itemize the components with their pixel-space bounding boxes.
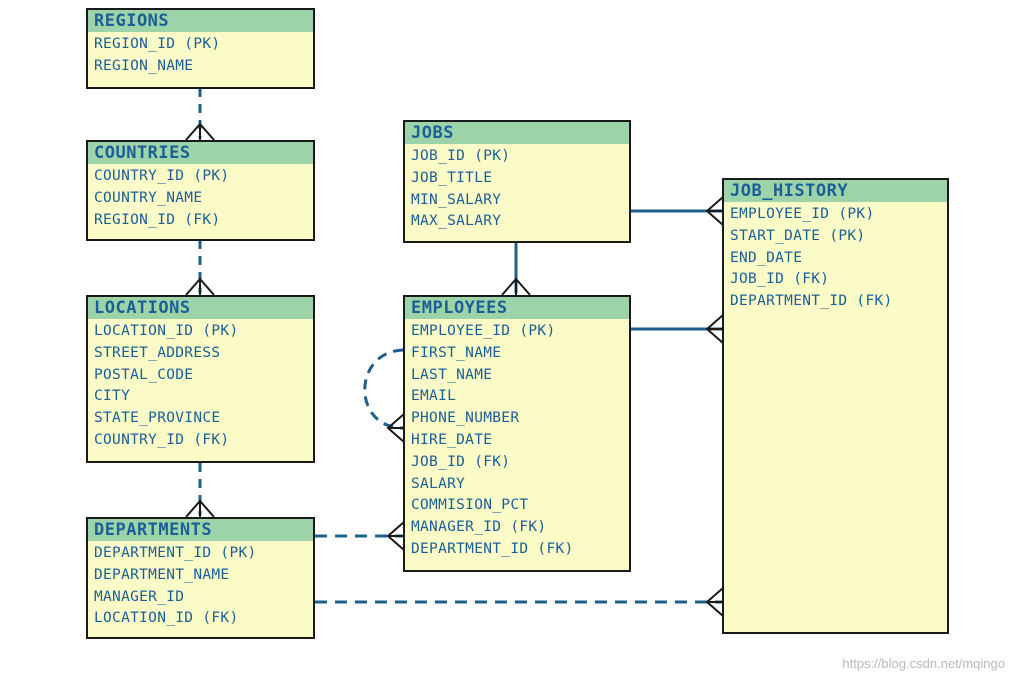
field: EMAIL — [411, 388, 457, 405]
field: START_DATE (PK) — [730, 227, 866, 244]
employees-self-link — [363, 348, 404, 430]
crowfoot-employees-self — [386, 413, 405, 443]
field-list: REGION_ID (PK) REGION_NAME — [88, 32, 313, 78]
field: END_DATE — [730, 249, 803, 266]
entity-title: JOB_HISTORY — [724, 180, 947, 202]
field: PHONE_NUMBER — [411, 410, 520, 427]
field: COUNTRY_ID (FK) — [94, 431, 230, 448]
field: JOB_ID (FK) — [411, 453, 511, 470]
crowfoot-jobhistory-jobs — [705, 196, 724, 226]
field: DEPARTMENT_ID (FK) — [411, 540, 574, 557]
field: DEPARTMENT_ID (PK) — [94, 545, 257, 561]
field: EMPLOYEE_ID (PK) — [411, 323, 556, 339]
field-list: LOCATION_ID (PK) STREET_ADDRESS POSTAL_C… — [88, 319, 313, 452]
field: STATE_PROVINCE — [94, 410, 221, 427]
entity-title: LOCATIONS — [88, 297, 313, 319]
field: EMPLOYEE_ID (PK) — [730, 206, 875, 222]
entity-locations[interactable]: LOCATIONS LOCATION_ID (PK) STREET_ADDRES… — [86, 295, 315, 463]
field: COMMISION_PCT — [411, 497, 529, 514]
field: REGION_NAME — [94, 57, 194, 74]
field: REGION_ID (FK) — [94, 211, 221, 228]
entity-jobs[interactable]: JOBS JOB_ID (PK) JOB_TITLE MIN_SALARY MA… — [403, 120, 631, 243]
field: JOB_ID (FK) — [730, 271, 830, 288]
field: CITY — [94, 388, 131, 405]
entity-title: JOBS — [405, 122, 629, 144]
field: MANAGER_ID — [94, 588, 185, 605]
entity-title: COUNTRIES — [88, 142, 313, 164]
field: MAX_SALARY — [411, 213, 502, 230]
field: POSTAL_CODE — [94, 366, 194, 383]
entity-title: REGIONS — [88, 10, 313, 32]
entity-title: DEPARTMENTS — [88, 519, 313, 541]
field-list: COUNTRY_ID (PK) COUNTRY_NAME REGION_ID (… — [88, 164, 313, 231]
crowfoot-locations — [185, 277, 215, 296]
field: LOCATION_ID (FK) — [94, 610, 239, 627]
field: COUNTRY_NAME — [94, 189, 203, 206]
field: STREET_ADDRESS — [94, 344, 221, 361]
field: SALARY — [411, 475, 466, 492]
field-list: DEPARTMENT_ID (PK) DEPARTMENT_NAME MANAG… — [88, 541, 313, 630]
entity-employees[interactable]: EMPLOYEES EMPLOYEE_ID (PK) FIRST_NAME LA… — [403, 295, 631, 572]
crowfoot-departments — [185, 499, 215, 518]
field: JOB_TITLE — [411, 169, 493, 186]
field: COUNTRY_ID (PK) — [94, 168, 230, 184]
entity-job-history[interactable]: JOB_HISTORY EMPLOYEE_ID (PK) START_DATE … — [722, 178, 949, 634]
entity-departments[interactable]: DEPARTMENTS DEPARTMENT_ID (PK) DEPARTMEN… — [86, 517, 315, 639]
field: JOB_ID (PK) — [411, 148, 511, 164]
watermark: https://blog.csdn.net/mqingo — [842, 656, 1005, 671]
crowfoot-employees-jobs — [501, 277, 531, 296]
field: LOCATION_ID (PK) — [94, 323, 239, 339]
crowfoot-countries — [185, 122, 215, 141]
crowfoot-jobhistory-departments — [705, 587, 724, 617]
crowfoot-employees-departments — [386, 521, 405, 551]
entity-countries[interactable]: COUNTRIES COUNTRY_ID (PK) COUNTRY_NAME R… — [86, 140, 315, 241]
crowfoot-jobhistory-employees — [705, 314, 724, 344]
field: HIRE_DATE — [411, 431, 493, 448]
field: LAST_NAME — [411, 366, 493, 383]
field-list: EMPLOYEE_ID (PK) FIRST_NAME LAST_NAME EM… — [405, 319, 629, 561]
field-list: EMPLOYEE_ID (PK) START_DATE (PK) END_DAT… — [724, 202, 947, 313]
field: FIRST_NAME — [411, 344, 502, 361]
field: MANAGER_ID (FK) — [411, 519, 547, 536]
entity-title: EMPLOYEES — [405, 297, 629, 319]
field-list: JOB_ID (PK) JOB_TITLE MIN_SALARY MAX_SAL… — [405, 144, 629, 233]
field: MIN_SALARY — [411, 191, 502, 208]
entity-regions[interactable]: REGIONS REGION_ID (PK) REGION_NAME — [86, 8, 315, 89]
field: REGION_ID (PK) — [94, 36, 221, 52]
field: DEPARTMENT_NAME — [94, 566, 230, 583]
field: DEPARTMENT_ID (FK) — [730, 293, 893, 310]
